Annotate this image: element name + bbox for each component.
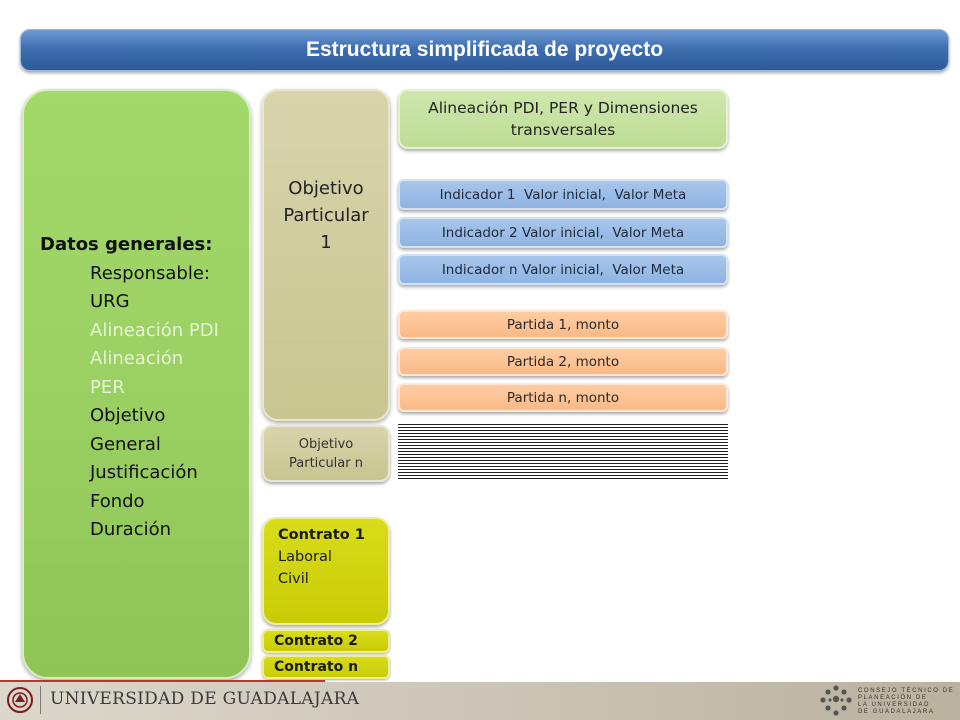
consejo-line-1: CONSEJO TÉCNICO DE xyxy=(858,688,955,694)
alineacion-line-1: Alineación PDI, PER y Dimensiones xyxy=(428,99,698,117)
datos-item-justificacion: Justificación xyxy=(90,462,198,483)
contrato-1-type-laboral: Laboral xyxy=(278,549,332,565)
partida-2-label: Partida 2, monto xyxy=(506,353,620,370)
contrato-n-box: Contrato n xyxy=(262,655,390,679)
objetivo-1-line-1: Objetivo xyxy=(288,177,364,199)
datos-item-per: PER xyxy=(90,376,125,398)
contrato-n-label: Contrato n xyxy=(274,659,359,675)
partida-1-box: Partida 1, monto xyxy=(398,310,728,339)
objetivo-particular-n-box: Objetivo Particular n xyxy=(262,425,390,482)
contrato-1-title: Contrato 1 xyxy=(278,527,365,543)
datos-item-responsable: Responsable: xyxy=(90,262,210,284)
datos-item-general: General xyxy=(90,433,161,455)
consejo-line-3: LA UNIVERSIDAD xyxy=(858,702,931,708)
footer-accent-line xyxy=(0,680,325,682)
partida-n-label: Partida n, monto xyxy=(506,389,620,406)
datos-generales-box: Datos generales: Responsable: URG Alinea… xyxy=(22,89,251,679)
contrato-1-type-civil: Civil xyxy=(278,571,309,587)
contrato-1-box: Contrato 1 Laboral Civil xyxy=(262,517,390,625)
consejo-line-2: PLANEACIÓN DE xyxy=(858,695,928,701)
datos-item-fondo: Fondo xyxy=(90,490,145,512)
placeholder-lines xyxy=(398,424,728,482)
objetivo-1-line-3: 1 xyxy=(320,231,332,253)
university-seal-icon xyxy=(7,687,33,713)
contrato-2-box: Contrato 2 xyxy=(262,629,390,653)
datos-item-objetivo: Objetivo xyxy=(90,405,166,426)
dots-logo-icon xyxy=(820,685,852,716)
indicador-1-label: Indicador 1 Valor inicial, Valor Meta xyxy=(439,186,687,203)
objetivo-n-line-2: Particular n xyxy=(289,455,363,471)
universidad-name: UNIVERSIDAD DE GUADALAJARA xyxy=(50,689,360,709)
partida-1-label: Partida 1, monto xyxy=(506,316,620,333)
consejo-tecnico-text: CONSEJO TÉCNICO DE PLANEACIÓN DE LA UNIV… xyxy=(858,688,958,716)
datos-item-duracion: Duración xyxy=(90,519,172,540)
datos-item-urg: URG xyxy=(90,291,130,312)
indicador-n-box: Indicador n Valor inicial, Valor Meta xyxy=(398,254,728,285)
contrato-2-label: Contrato 2 xyxy=(274,633,358,649)
datos-item-alineacion-pdi: Alineación PDI xyxy=(90,319,219,341)
objetivo-particular-1-box: Objetivo Particular 1 xyxy=(262,89,390,421)
footer-bar xyxy=(0,682,960,720)
consejo-line-4: DE GUADALAJARA xyxy=(858,709,935,715)
alineacion-box: Alineación PDI, PER y Dimensiones transv… xyxy=(398,89,728,149)
page-title: Estructura simplificada de proyecto xyxy=(305,38,664,61)
indicador-2-label: Indicador 2 Valor inicial, Valor Meta xyxy=(441,224,685,241)
title-bar: Estructura simplificada de proyecto xyxy=(20,29,949,71)
objetivo-1-line-2: Particular xyxy=(283,204,369,226)
indicador-n-label: Indicador n Valor inicial, Valor Meta xyxy=(441,261,685,278)
footer-separator xyxy=(40,686,41,714)
partida-n-box: Partida n, monto xyxy=(398,383,728,412)
indicador-2-box: Indicador 2 Valor inicial, Valor Meta xyxy=(398,217,728,248)
objetivo-n-line-1: Objetivo xyxy=(298,436,354,452)
indicador-1-box: Indicador 1 Valor inicial, Valor Meta xyxy=(398,179,728,210)
datos-generales-heading: Datos generales: xyxy=(40,234,213,255)
datos-item-alineacion: Alineación xyxy=(90,348,184,369)
alineacion-line-2: transversales xyxy=(510,121,616,139)
partida-2-box: Partida 2, monto xyxy=(398,347,728,376)
